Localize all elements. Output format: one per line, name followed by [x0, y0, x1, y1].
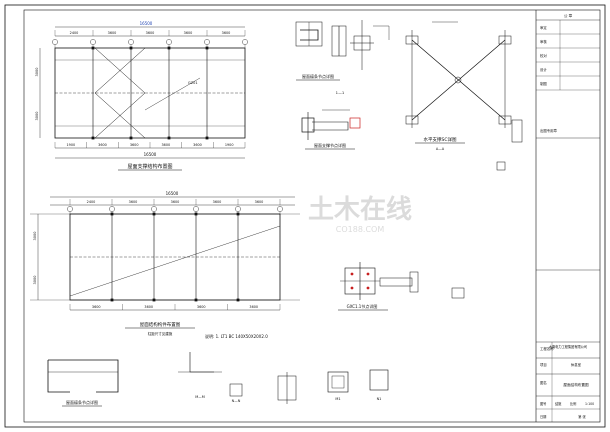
title-block-drawing-name: 屋面结构布置图: [563, 382, 589, 387]
title-block-company: 公 章: [564, 13, 573, 18]
column-bottom-dim-3: 3600: [197, 305, 206, 309]
section-a-label: A—A: [436, 147, 445, 151]
column-plan-note: 说明: 1. LT1 BC 140X50X20X2.0: [205, 333, 268, 339]
roof-grid-bubble-4: [166, 39, 172, 45]
column-top-dim-4: 3600: [213, 200, 222, 204]
roof-grid-bubble-1: [52, 39, 58, 45]
roof-grid-bubble-3: [128, 39, 134, 45]
roof-top-dim-4: 3600: [184, 31, 193, 35]
roof-plan-left-dim-1: 3000: [35, 68, 39, 77]
bottom-caption-1: 屋面檩条节点详图: [66, 399, 98, 405]
bottom-caption-n: N—N: [232, 399, 241, 403]
sheet-border: [4, 4, 606, 428]
title-block-footer-2: 结施: [555, 401, 562, 406]
horizontal-brace-caption: 水平支撑SC详图: [424, 136, 457, 143]
purlin-detail: 屋面檩条节点详图: [295, 20, 390, 81]
roof-plan-caption: 屋面支撑结构布置图: [127, 163, 172, 170]
column-grid-bubble-2: [109, 206, 115, 212]
roof-bottom-dim-4: 3600: [162, 143, 171, 147]
watermark-main: 土木在线: [308, 195, 412, 225]
column-top-dim-5: 3600: [255, 200, 264, 204]
watermark: 土木在线 CO188.COM: [308, 195, 412, 234]
title-block-footer-3: 比例: [570, 401, 576, 406]
title-block-row-4: 设计: [540, 67, 547, 72]
title-block-row-1: 审定: [540, 25, 547, 30]
roof-plan-total-dim: 16500: [140, 21, 153, 26]
column-top-dim-1: 2400: [87, 200, 96, 204]
title-block-item-name: 休息室: [571, 362, 582, 367]
title-block-project-label: 工程名称: [540, 346, 554, 351]
title-block-item-label: 项目: [540, 363, 547, 367]
column-plan-caption: 屋面结构构件布置图: [140, 321, 181, 328]
roof-grid-bubble-2: [90, 39, 96, 45]
section-1-1: 1—1 屋面支撑节点详图: [301, 90, 361, 150]
roof-grid-bubble-6: [242, 39, 248, 45]
column-node-detail: GXC1.1节点详图: [338, 262, 465, 311]
roof-top-dim-2: 3600: [108, 31, 117, 35]
title-block-date-label: 日期: [540, 414, 546, 419]
column-bracing-plan: 16500 2400 3600 3600 3600 3600 3000 3000 360…: [30, 191, 300, 339]
column-bottom-dim-1: 3600: [92, 305, 101, 309]
title-block-sheet-label: 第 张: [578, 414, 586, 419]
bottom-details: 屋面檩条节点详图 M—M N—N M1 N1: [47, 352, 389, 407]
column-top-dim-2: 3600: [129, 200, 138, 204]
column-plan-left-dim-2: 3000: [33, 276, 37, 285]
roof-grid-bubble-5: [204, 39, 210, 45]
column-bottom-dim-4: 3600: [249, 305, 258, 309]
bottom-caption-n1: N1: [377, 397, 382, 401]
title-block-footer-4: 1:100: [585, 402, 594, 406]
column-bottom-dim-2: 3600: [144, 305, 153, 309]
roof-bottom-dim-2: 3600: [98, 143, 107, 147]
title-block-row-5: 制图: [540, 81, 547, 86]
title-block-footer-1: 图号: [540, 401, 546, 406]
roof-plan-left-dim-2: 3000: [35, 112, 39, 121]
roof-bottom-dim-5: 3600: [193, 143, 202, 147]
column-grid-bubble-5: [235, 206, 241, 212]
column-grid-bubble-4: [193, 206, 199, 212]
roof-top-dim-1: 2400: [70, 31, 79, 35]
column-plan-left-dim-1: 3000: [33, 232, 37, 241]
roof-bottom-dim-3: 3600: [130, 143, 139, 147]
column-plan-total-dim: 16500: [166, 191, 179, 196]
roof-top-dim-3: 3600: [146, 31, 155, 35]
title-block-drawing-label: 图名: [540, 380, 547, 385]
column-grid-bubble-3: [151, 206, 157, 212]
bottom-caption-m1: M1: [335, 397, 340, 401]
section-1-1-label: 1—1: [336, 90, 345, 95]
column-node-caption: GXC1.1节点详图: [347, 303, 378, 309]
roof-bottom-dim-1: 1900: [67, 143, 76, 147]
column-plan-sub-note: 柱距尺寸见建施: [148, 331, 173, 336]
title-block-row-2: 审核: [540, 39, 547, 44]
column-grid-bubble-1: [67, 206, 73, 212]
bottom-caption-m: M—M: [195, 395, 205, 399]
roof-bottom-dim-6: 1900: [225, 143, 234, 147]
column-grid-bubble-6: [277, 206, 283, 212]
horizontal-brace-detail: 水平支撑SC详图 A—A: [405, 21, 523, 171]
column-top-dim-3: 3600: [171, 200, 180, 204]
roof-bracing-plan: 16500 2400 3600 3600 3600 3600 GZ01 3000 300…: [35, 21, 248, 171]
watermark-sub: CO188.COM: [336, 225, 385, 234]
title-block-row-3: 校对: [540, 53, 547, 58]
roof-plan-member-label: GZ01: [188, 81, 198, 85]
inner-border: [23, 9, 601, 423]
roof-plan-total-dim-bottom: 16500: [144, 152, 157, 157]
title-block-project-name: 大唐电力工程集团有限公司: [549, 344, 587, 349]
roof-top-dim-5: 3600: [222, 31, 231, 35]
title-block-notes-label: 出图专用章: [540, 128, 558, 133]
gusset-caption: 屋面支撑节点详图: [314, 142, 346, 148]
purlin-detail-caption: 屋面檩条节点详图: [302, 73, 334, 79]
